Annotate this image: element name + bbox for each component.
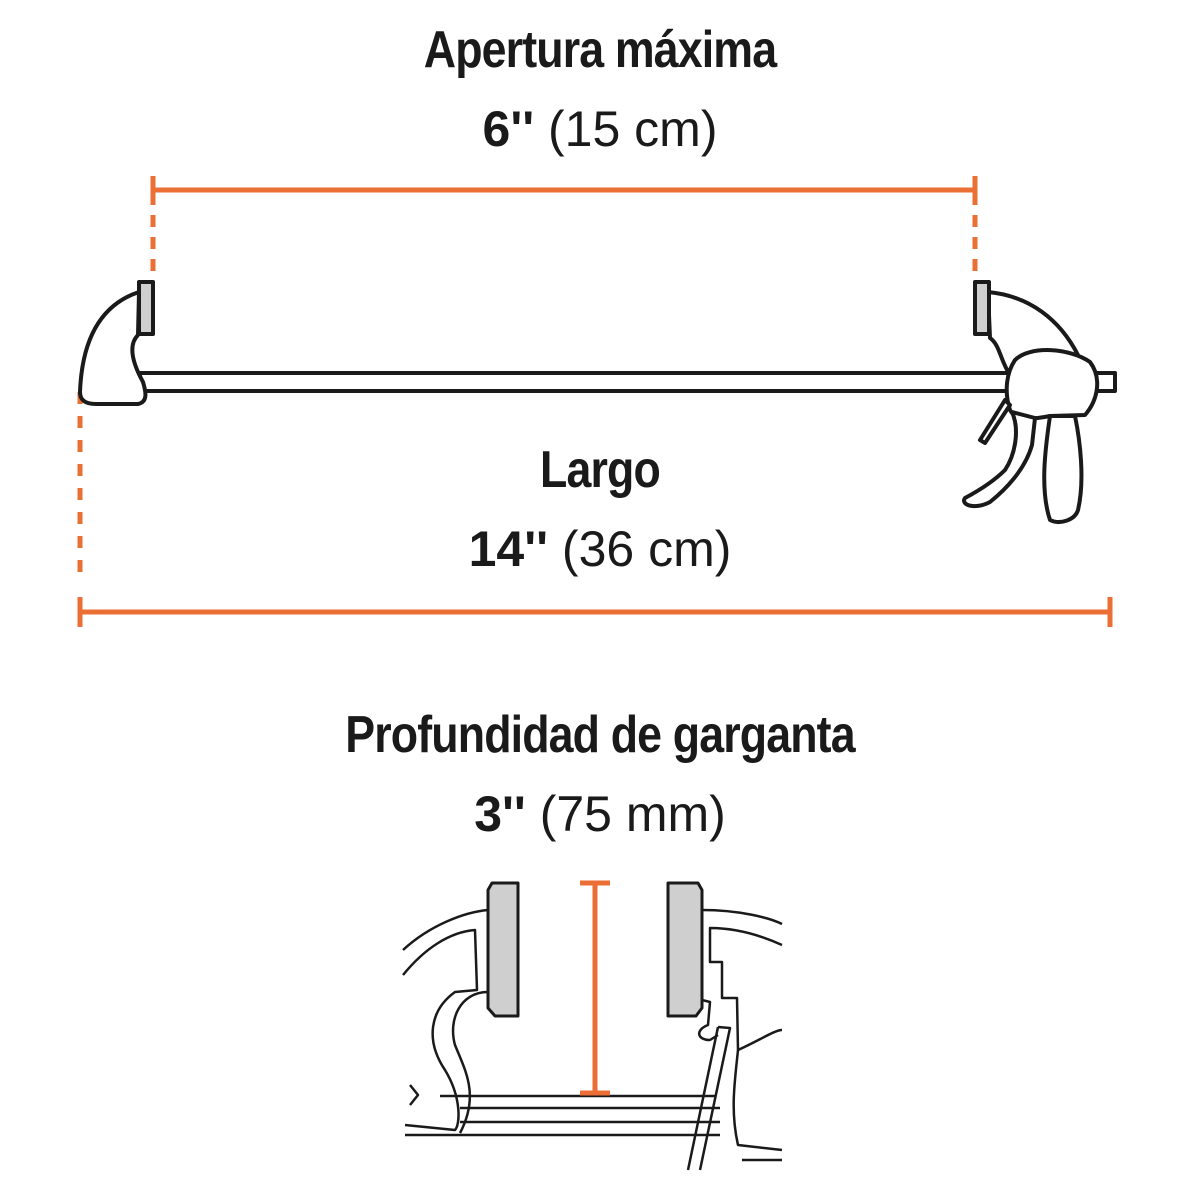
release-lever [978, 398, 1012, 445]
fixed-jaw-pad [137, 280, 155, 336]
throat-depth-dimension-line [580, 880, 610, 1096]
clamp-body [1004, 348, 1100, 421]
throat-depth-inches: 3'' [474, 786, 526, 842]
throat-right-pad [666, 881, 704, 1018]
clamp-full-view [78, 280, 1117, 524]
max-opening-value: 6'' (15 cm) [0, 100, 1200, 158]
fixed-jaw [78, 290, 148, 406]
max-opening-dimension-line [150, 176, 978, 280]
throat-left-pad [486, 881, 520, 1018]
max-opening-title: Apertura máxima [423, 21, 777, 79]
throat-depth-title: Profundidad de garganta [345, 706, 855, 764]
fixed-handle [1042, 414, 1084, 524]
throat-depth-value: 3'' (75 mm) [0, 785, 1200, 843]
throat-depth-detail [402, 881, 783, 1171]
length-inches: 14'' [468, 521, 549, 577]
throat-depth-metric: (75 mm) [539, 786, 726, 842]
max-opening-inches: 6'' [482, 101, 535, 157]
length-title: Largo [540, 441, 661, 499]
length-dimension-line [77, 392, 1113, 627]
length-value: 14'' (36 cm) [0, 520, 1200, 578]
clamp-bar [138, 371, 1012, 393]
trigger-handle [962, 410, 1037, 509]
moving-jaw-pad [973, 280, 991, 336]
length-metric: (36 cm) [561, 521, 732, 577]
max-opening-metric: (15 cm) [548, 101, 718, 157]
